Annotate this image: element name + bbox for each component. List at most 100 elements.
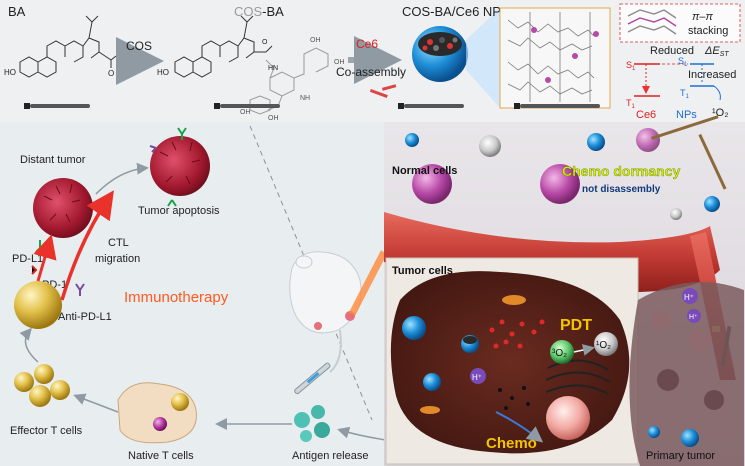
cos-ba-ho-label: HO [157,68,169,77]
pdt-label: PDT [560,317,592,334]
red-attack-arrow [60,190,114,301]
immunotherapy-label: Immunotherapy [124,289,229,306]
delta-est-label: ΔEST [704,45,729,58]
not-disassembly-label: not disassembly [582,184,661,195]
cos-oh-4: OH [268,115,279,122]
stacking-molecules [627,9,677,35]
increased-label: Increased [688,69,736,81]
packing-highlights [531,27,599,83]
er-membrane-3 [545,384,609,395]
primary-tumor-label: Primary tumor [646,450,715,462]
reduced-label: Reduced [650,45,694,57]
ce6-arrow-label: Ce6 [356,37,378,51]
t1-right-label: T1 [680,88,690,100]
np-entering-2 [423,373,441,391]
tumor-cells-label: Tumor cells [392,265,453,277]
triplet-oxygen-bubble [550,340,574,364]
zoom-beam [466,8,500,108]
triplet-oxygen-label: ³O₂ [552,348,567,359]
h-plus-bubble [470,368,486,384]
s1-left-label: S1 [626,60,636,72]
organelle-orange-2 [420,406,440,414]
mouse-illustration [289,251,362,373]
nucleus [546,396,590,440]
migration-label: migration [95,253,140,265]
ce6-state-label: Ce6 [636,109,656,121]
packing-box [499,7,611,109]
primary-tumor-region [629,282,744,466]
nps-state-label: NPs [676,109,697,121]
antigen-cluster [294,405,330,442]
t1-left-label: T1 [626,98,636,110]
apoptosis-texture [159,141,201,185]
np-inside-core [463,336,477,344]
lymph-cell-purple [153,417,167,431]
er-membrane-2 [545,371,611,383]
mouse-syringe-icon [294,362,331,395]
lymph-node [117,382,197,444]
nps-label: COS-BA/Ce6 NPs [402,4,508,19]
anti-pdl1-antibody-icon [75,283,85,296]
cos-ba-hn-label: HN [268,65,278,72]
ba-molecule-drawing [19,15,117,78]
syringe-row-icons [24,84,600,109]
s1-right-label: S1 [678,56,688,68]
cos-ba-label: COS-BA [234,4,284,19]
chemo-label: Chemo [486,435,537,452]
cos-ba-o-label: O [262,39,268,46]
anti-pdl1-label: Anti-PD-L1 [58,311,112,323]
apoptosis-arrow [95,162,149,195]
effector-arrow [19,327,39,363]
ctl-migration-arrow [33,234,57,282]
normal-cells-label: Normal cells [392,165,457,177]
singlet-oxygen-label: ¹O₂ [596,340,611,351]
ba-label: BA [8,4,26,19]
chemo-dormancy-label: Chemo dormancy [562,163,680,179]
tumor-to-antigen-arrow [337,426,387,441]
antibody-icons [149,127,187,207]
cos-nh-label: NH [300,95,310,102]
tumor-apoptosis-label: Tumor apoptosis [138,205,220,217]
pdl1-label: PD-L1 [12,253,43,265]
h-plus-bubble-primary-1 [682,288,698,304]
ba-ho-label: HO [4,68,16,77]
ctl-label: CTL [108,237,129,249]
native-to-effector-arrow [73,393,119,413]
np-entering-1 [402,316,426,340]
energy-levels [634,63,721,101]
h-plus-label-primary-1: H⁺ [684,293,694,302]
ba-o-label: O [108,69,114,78]
cos-ba-molecule-drawing [174,15,273,78]
distant-tumor-cell [33,178,93,238]
distant-tumor-label: Distant tumor [20,154,86,166]
h-plus-label-inside: H⁺ [472,373,482,382]
t-cell-gold [14,281,62,329]
cos-oh-2: OH [334,59,345,66]
native-t-label: Native T cells [128,450,194,462]
stacking-word: stacking [688,25,728,37]
laser-beam [348,250,388,316]
effector-t-label: Effector T cells [10,425,83,437]
oxygen-conversion-arrow [573,344,595,356]
chemo-arrow [495,411,544,443]
organelle-orange-1 [502,295,526,305]
h-plus-bubble-primary-2 [687,309,701,323]
singlet-oxygen-bubble [594,332,618,356]
coassembly-label: Co-assembly [336,65,406,79]
er-membrane-1 [547,359,609,371]
cos-oh-3: OH [240,109,251,116]
distant-tumor-texture [43,183,81,223]
drug-release-dark-dots [498,386,530,410]
normal-cells-group [405,128,720,220]
cos-arrow-label: COS [126,39,152,53]
antigen-release-label: Antigen release [292,450,368,462]
panel-divider [249,125,373,421]
h-plus-label-primary-2: H⁺ [689,314,698,321]
lymph-cell-gold [171,393,189,411]
effector-t-cells-cluster [14,364,70,407]
packing-network [507,12,595,102]
drug-release-dots [489,319,545,349]
apoptosis-tumor-cell [150,136,210,196]
